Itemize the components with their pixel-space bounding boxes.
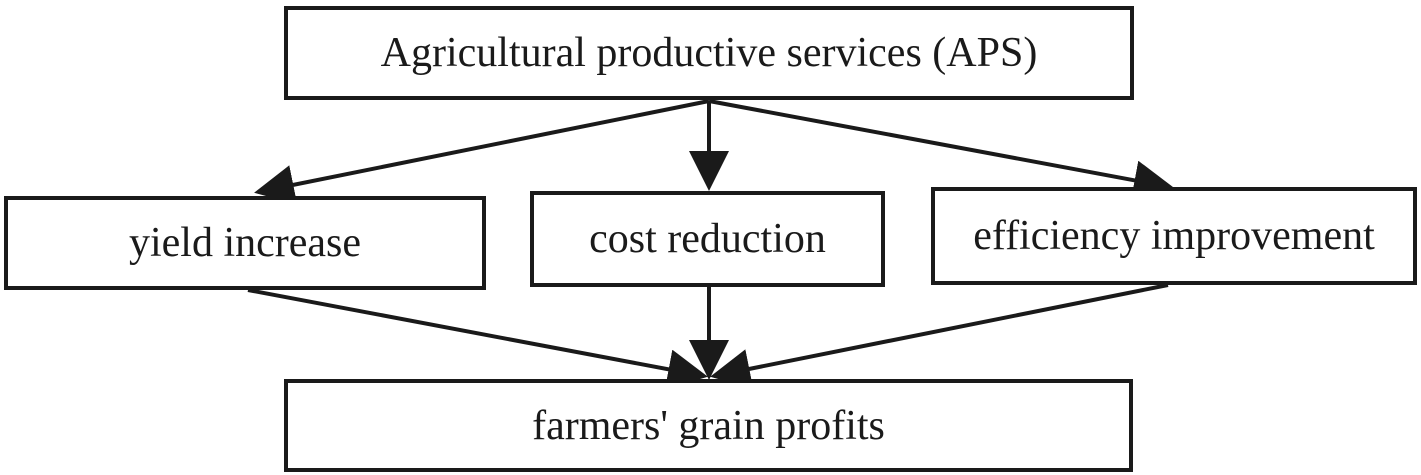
cost-reduction-label: cost reduction	[589, 216, 826, 262]
arrow-efficiency-to-profits	[710, 283, 1169, 389]
yield-increase-label: yield increase	[128, 220, 362, 266]
grain-profits-label: farmers' grain profits	[532, 402, 885, 449]
yield-increase-node: yield increase	[4, 196, 486, 290]
arrow-yield-to-profits	[247, 288, 708, 389]
grain-profits-node: farmers' grain profits	[284, 379, 1133, 472]
cost-reduction-node: cost reduction	[530, 191, 885, 287]
arrow-aps-to-yield	[254, 99, 710, 205]
aps-node: Agricultural productive services (APS)	[284, 6, 1134, 100]
efficiency-improvement-label: efficiency improvement	[973, 213, 1375, 259]
arrow-aps-to-efficiency	[708, 99, 1174, 201]
aps-node-label: Agricultural productive services (APS)	[380, 30, 1038, 76]
efficiency-improvement-node: efficiency improvement	[931, 187, 1417, 285]
